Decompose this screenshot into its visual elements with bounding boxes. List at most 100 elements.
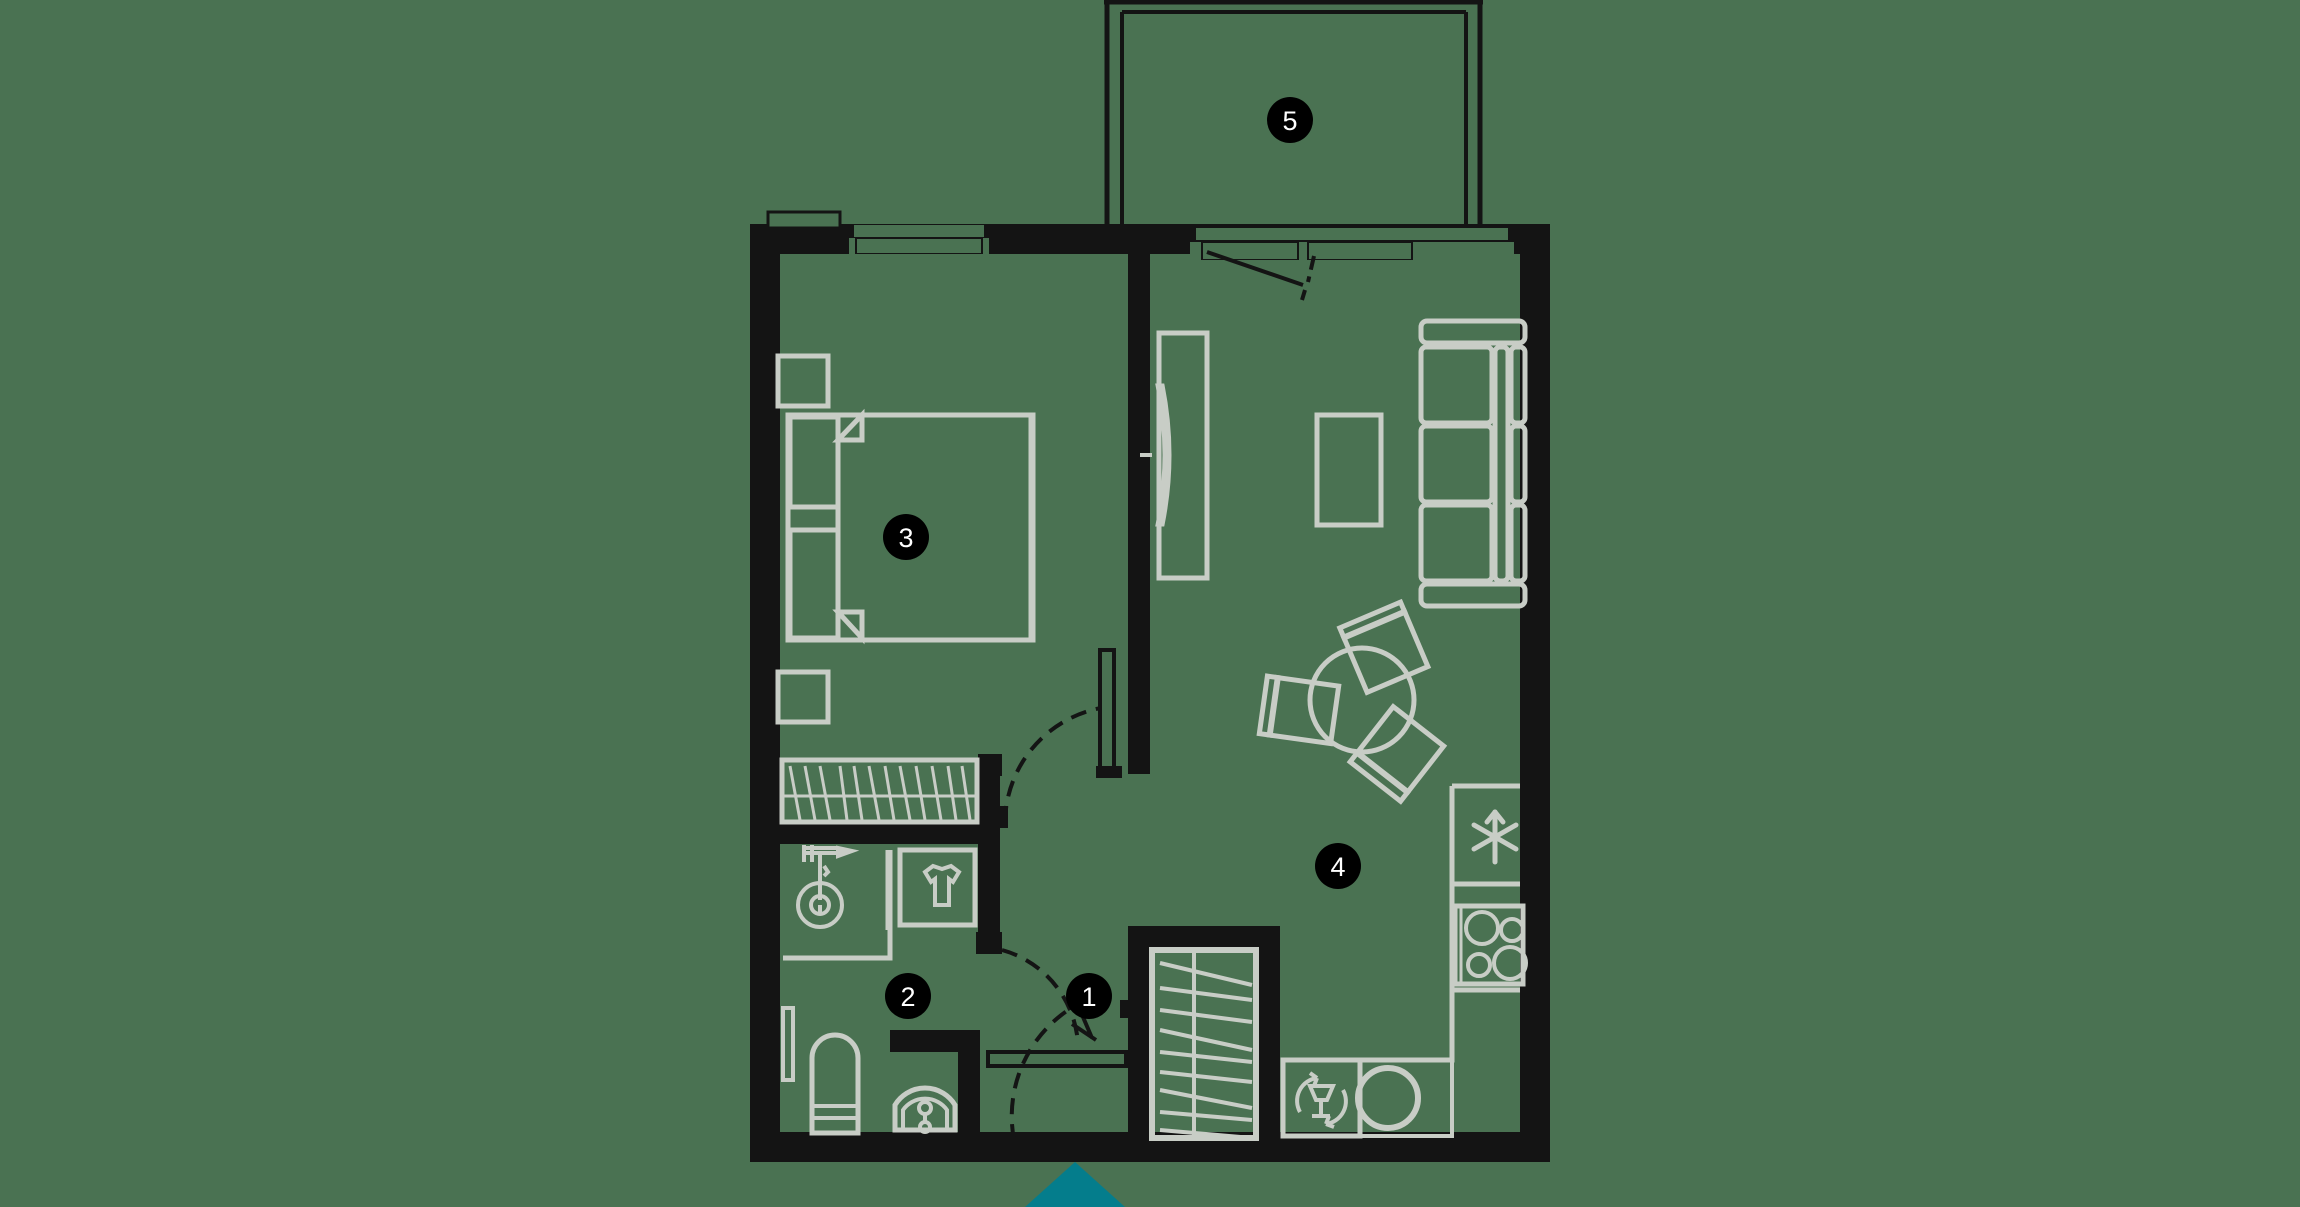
balcony-area xyxy=(1104,0,1483,228)
burner-large-2 xyxy=(1492,945,1528,981)
towel-rail xyxy=(781,1006,795,1082)
wall-bedroom-hall xyxy=(1128,254,1150,774)
shower-head-icon xyxy=(796,845,860,929)
dining-chair-left-back xyxy=(1256,673,1282,738)
room-badge-2-label: 2 xyxy=(900,982,915,1012)
wall-hall-kitchen-left xyxy=(1128,926,1150,1140)
nightstand-left-lower xyxy=(775,669,831,725)
entry-wardrobe-hangers xyxy=(1159,961,1253,1140)
sofa-cushion-3 xyxy=(1418,502,1495,584)
door-entrance-jamb xyxy=(1120,1000,1136,1018)
bed-corner-top xyxy=(832,408,865,443)
toilet-seat-lines xyxy=(812,1104,858,1120)
wardrobe-closet xyxy=(779,757,980,825)
toilet-bowl xyxy=(809,1032,861,1136)
interior-walls xyxy=(780,254,1280,1140)
wall-bath-right-upper xyxy=(978,754,1000,940)
room-badge-2[interactable]: 2 xyxy=(885,973,931,1019)
door-bedroom-leaf xyxy=(1098,648,1116,774)
coffee-table xyxy=(1314,412,1384,528)
dining-chair-bottom xyxy=(1346,703,1448,805)
wardrobe-outline xyxy=(779,757,980,825)
burner-small-1 xyxy=(1499,917,1525,943)
room-badge-3-circle[interactable] xyxy=(883,514,929,560)
room-badge-1-label: 1 xyxy=(1081,982,1096,1012)
bed-pillow-bottom xyxy=(787,527,841,641)
wall-left xyxy=(750,224,780,1162)
room-badge-5-circle[interactable] xyxy=(1267,97,1313,143)
sink-basin xyxy=(892,1085,958,1134)
entry-hall-furniture xyxy=(1149,947,1259,1141)
wall-bedroom-bath xyxy=(780,822,980,844)
sofa-arm-top xyxy=(1418,318,1528,346)
door-bathroom-jamb xyxy=(976,932,1002,954)
balcony-door-swing-dash xyxy=(1300,255,1316,301)
burner-large-1 xyxy=(1464,910,1500,946)
sofa-back-3 xyxy=(1508,502,1528,584)
room-badge-4-circle[interactable] xyxy=(1315,843,1361,889)
window-bedroom xyxy=(766,210,989,280)
door-bedroom xyxy=(988,648,1122,828)
door-entrance-leaf xyxy=(986,1050,1128,1068)
entry-wardrobe-outline xyxy=(1149,947,1259,1141)
sink-outline xyxy=(892,1085,958,1133)
cooktop-inner xyxy=(1459,904,1525,986)
room-badges: 5 3 4 2 1 xyxy=(883,97,1361,1019)
balcony-door-swing xyxy=(1206,250,1304,287)
bedroom-furniture xyxy=(775,353,1036,725)
balcony-door xyxy=(1190,228,1514,301)
door-bedroom-jamb xyxy=(988,806,1008,828)
room-badge-2-circle[interactable] xyxy=(885,973,931,1019)
kitchen-sink-bowl xyxy=(1355,1065,1421,1131)
room-badge-1-circle[interactable] xyxy=(1066,973,1112,1019)
entrance-arrow-triangle xyxy=(1025,1162,1125,1207)
wall-hall-kitchen-top xyxy=(1150,926,1280,948)
wall-tv xyxy=(1140,330,1210,581)
toilet xyxy=(809,1032,861,1136)
room-badge-4[interactable]: 4 xyxy=(1315,843,1361,889)
sofa-three-seat xyxy=(1418,318,1528,609)
tv-screen xyxy=(1155,383,1172,527)
room-badge-3-label: 3 xyxy=(898,523,913,553)
door-bedroom-arc xyxy=(1003,704,1118,823)
dishwasher-icon xyxy=(1295,1071,1348,1129)
dining-chair-top-back xyxy=(1336,598,1409,642)
wall-bath-bottom-stub xyxy=(890,1030,980,1052)
wall-hall-kitchen-right xyxy=(1258,926,1280,1140)
sofa-cushion-1 xyxy=(1418,344,1495,426)
tv-console xyxy=(1156,330,1210,581)
door-bedroom-jamb2 xyxy=(1096,766,1122,778)
room-badge-5-label: 5 xyxy=(1282,106,1297,136)
room-badge-5[interactable]: 5 xyxy=(1267,97,1313,143)
living-furniture xyxy=(1140,318,1528,805)
bed-corner-bottom xyxy=(832,609,865,645)
doors-group xyxy=(976,648,1136,1141)
kitchen-sink xyxy=(1355,1058,1454,1138)
windows-group xyxy=(766,210,1514,301)
sofa-cushion-2 xyxy=(1418,423,1495,505)
dining-chair-top xyxy=(1336,598,1432,696)
wardrobe-hangers xyxy=(788,765,972,821)
kitchen-area xyxy=(1280,783,1528,1139)
balcony-railing xyxy=(1104,0,1483,228)
nightstand-left-upper xyxy=(775,353,831,409)
sink-inner xyxy=(901,1096,949,1130)
cooktop-four-burner xyxy=(1452,903,1528,993)
entrance-direction-marker xyxy=(1025,1162,1125,1207)
sofa-arm-bottom xyxy=(1418,581,1528,609)
sink-drain xyxy=(918,1120,932,1134)
sofa-back-2 xyxy=(1508,423,1528,505)
dining-chair-left xyxy=(1256,673,1342,747)
door-entrance-arc xyxy=(1009,998,1087,1141)
room-badge-1[interactable]: 1 xyxy=(1066,973,1112,1019)
wall-bath-right-lower xyxy=(958,1030,980,1140)
bed-pillow-top xyxy=(787,414,841,510)
sofa-back-inner xyxy=(1492,344,1511,584)
room-badge-3[interactable]: 3 xyxy=(883,514,929,560)
refrigerator xyxy=(1452,809,1520,887)
wall-closet-top xyxy=(978,754,1002,776)
sofa-back-1 xyxy=(1508,344,1528,426)
dining-chair-bottom-back xyxy=(1346,749,1411,805)
